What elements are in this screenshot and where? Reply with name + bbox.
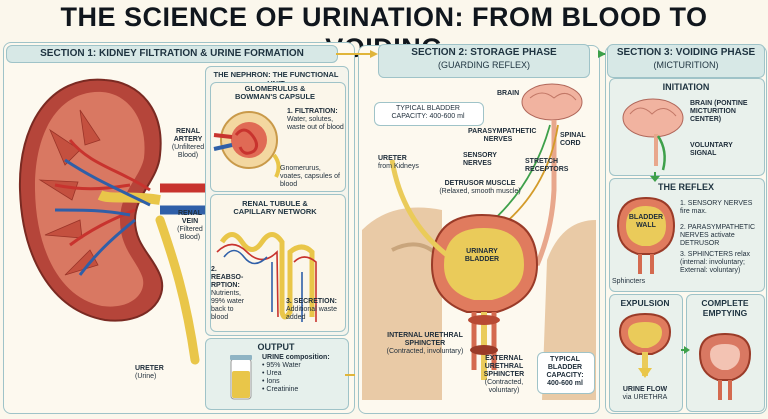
reabsorption-label: 2. REABSO-RPTION:Nutrients, 99% water ba… bbox=[211, 266, 245, 321]
capacity-bottom-label: TYPICAL BLADDER CAPACITY: 400-600 ml bbox=[546, 356, 584, 387]
output-title: OUTPUT bbox=[257, 342, 295, 352]
complete-emptying-title: COMPLETE EMPTYING bbox=[701, 298, 749, 318]
urine-comp-item: • Ions bbox=[262, 378, 280, 385]
initiation-title: INITIATION bbox=[662, 82, 710, 92]
capacity-top-box bbox=[374, 102, 484, 126]
renal-artery-label: RENAL ARTERY(Unfiltered Blood) bbox=[171, 128, 205, 159]
reflex-title: THE REFLEX bbox=[657, 182, 714, 192]
brain-center-label: BRAIN (PONTINE MICTURITION CENTER) bbox=[690, 100, 748, 123]
expulsion-title: EXPULSION bbox=[620, 298, 670, 308]
urine-comp-item: • Urea bbox=[262, 370, 282, 377]
section3-header: SECTION 3: VOIDING PHASE(MICTURITION) bbox=[607, 44, 765, 78]
renal-vein-label: RENAL VEIN(Filtered Blood) bbox=[177, 210, 203, 241]
urine-sample-icon bbox=[230, 355, 252, 400]
voluntary-signal-label: VOLUNTARY SIGNAL bbox=[690, 142, 733, 157]
glomerulus-title: GLOMERULUS & BOWMAN'S CAPSULE bbox=[234, 84, 316, 101]
sensory-label: SENSORY NERVES bbox=[463, 152, 497, 167]
empty-bladder-illustration bbox=[698, 332, 752, 400]
ureter-label: URETER(Urine) bbox=[135, 365, 164, 380]
output-box bbox=[205, 338, 349, 410]
capacity-bottom-box bbox=[537, 352, 595, 394]
urine-composition: URINE composition: • 95% Water • Urea • … bbox=[262, 354, 342, 394]
urine-comp-item: • Creatinine bbox=[262, 386, 299, 393]
spinal-cord-label: SPINAL CORD bbox=[560, 132, 586, 147]
urinary-bladder-label: URINARY BLADDER bbox=[464, 248, 500, 263]
internal-sphincter-label: INTERNAL URETHRAL SPHINCTER(Contracted, … bbox=[386, 332, 464, 355]
reflex-bladder-illustration bbox=[616, 196, 676, 274]
tubule-title: RENAL TUBULE & CAPILLARY NETWORK bbox=[233, 199, 317, 216]
kidney-illustration bbox=[18, 78, 210, 365]
stretch-label: STRETCH RECEPTORS bbox=[525, 158, 569, 173]
section2-header: SECTION 2: STORAGE PHASE(GUARDING REFLEX… bbox=[378, 44, 590, 78]
initiation-brain-illustration bbox=[622, 98, 684, 171]
detrusor-label: DETRUSOR MUSCLE(Relaxed, smooth muscle) bbox=[439, 180, 521, 195]
urine-comp-item: • 95% Water bbox=[262, 362, 301, 369]
expulsion-bladder-illustration bbox=[618, 312, 672, 378]
reflex-step-1: 1. SENSORY NERVES fire max. bbox=[680, 200, 753, 215]
filtration-label: 1. FILTRATION:Water, solutes, waste out … bbox=[287, 108, 344, 131]
glomerulus-illustration bbox=[213, 111, 281, 178]
external-sphincter-label: EXTERNAL URETHRAL SPHINCTER(Contracted, … bbox=[483, 355, 525, 394]
parasympathetic-label: PARASYMPATHETIC NERVES bbox=[468, 128, 537, 143]
sphincters-label: Sphincters bbox=[612, 278, 646, 285]
brain-label: BRAIN bbox=[497, 90, 520, 97]
reflex-step-3: 3. SPHINCTERS relax (internal: involunta… bbox=[680, 251, 751, 274]
bladder-wall-label: BLADDER WALL bbox=[628, 214, 664, 229]
secretion-label: 3. SECRETION:Additional waste added bbox=[286, 298, 337, 321]
reflex-step-2: 2. PARASYMPATHETIC NERVES activate DETRU… bbox=[680, 224, 756, 247]
glomerulus-note: Gnomerurus, voates, capsules of blood bbox=[280, 165, 340, 188]
tubule-illustration bbox=[216, 232, 317, 322]
capacity-top-label: TYPICAL BLADDER CAPACITY: 400-600 ml bbox=[391, 105, 465, 120]
